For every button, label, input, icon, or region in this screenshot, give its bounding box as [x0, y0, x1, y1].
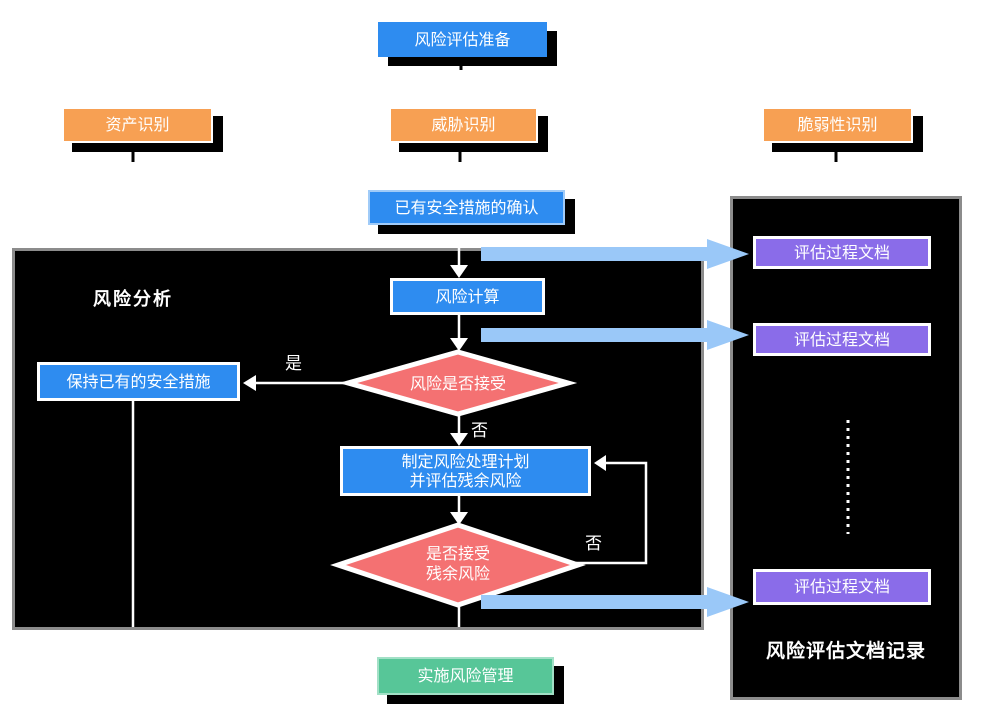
- document-arrows: [481, 239, 749, 617]
- arrowhead-to-decision1: [450, 338, 468, 351]
- document-record-panel: [730, 196, 962, 700]
- document-arrow-3-body: [481, 595, 707, 609]
- plan-line-2: 并评估残余风险: [409, 471, 522, 490]
- node-threat-identification: 威胁识别: [389, 107, 538, 143]
- decision-diamond-residual-risk: [330, 522, 586, 608]
- arrowhead-to-keep: [243, 375, 256, 391]
- node-assessment-document-2: 评估过程文档: [753, 323, 931, 356]
- node-risk-assessment-preparation: 风险评估准备: [378, 22, 547, 57]
- document-arrow-1-head: [707, 239, 749, 269]
- node-risk-calculation: 风险计算: [390, 278, 545, 315]
- arrowhead-to-plan: [450, 433, 468, 446]
- arrowhead-loop-to-plan: [594, 455, 606, 471]
- document-arrow-1: [481, 239, 749, 269]
- connector-residual-no-loop: [576, 461, 648, 565]
- flow-connectors: [131, 224, 648, 627]
- document-arrow-2-body: [481, 328, 707, 342]
- decision-diamond-risk-accept: [338, 349, 578, 417]
- document-arrow-3-head: [707, 587, 749, 617]
- edge-label-no-residual: 否: [585, 534, 602, 554]
- decision-risk-accept-label: 风险是否接受: [409, 374, 506, 393]
- edge-label-no-accept: 否: [471, 421, 488, 441]
- plan-line-1: 制定风险处理计划: [401, 451, 530, 471]
- node-assessment-document-3: 评估过程文档: [753, 569, 931, 605]
- document-arrow-2: [481, 320, 749, 350]
- arrowhead-to-calc: [450, 265, 468, 278]
- risk-analysis-panel-title: 风险分析: [93, 289, 173, 310]
- residual-line-2: 残余风险: [425, 564, 490, 583]
- decision-residual-risk-label: 是否接受 残余风险: [378, 544, 538, 584]
- node-keep-existing-measures: 保持已有的安全措施: [37, 362, 240, 401]
- node-risk-treatment-plan: 制定风险处理计划 并评估残余风险: [340, 446, 591, 496]
- residual-line-1: 是否接受: [425, 544, 490, 563]
- node-asset-identification: 资产识别: [62, 107, 213, 143]
- connector-stubs: [131, 57, 838, 162]
- node-assessment-document-1: 评估过程文档: [753, 236, 931, 269]
- edge-label-yes: 是: [285, 354, 302, 374]
- document-arrow-3: [481, 587, 749, 617]
- arrowhead-to-decision2: [450, 512, 468, 525]
- document-arrow-2-head: [707, 320, 749, 350]
- node-implement-risk-management: 实施风险管理: [377, 657, 554, 695]
- node-vulnerability-identification: 脆弱性识别: [762, 107, 913, 143]
- document-arrow-1-body: [481, 247, 707, 261]
- node-confirm-existing-measures: 已有安全措施的确认: [368, 190, 565, 225]
- document-panel-title: 风险评估文档记录: [765, 640, 926, 662]
